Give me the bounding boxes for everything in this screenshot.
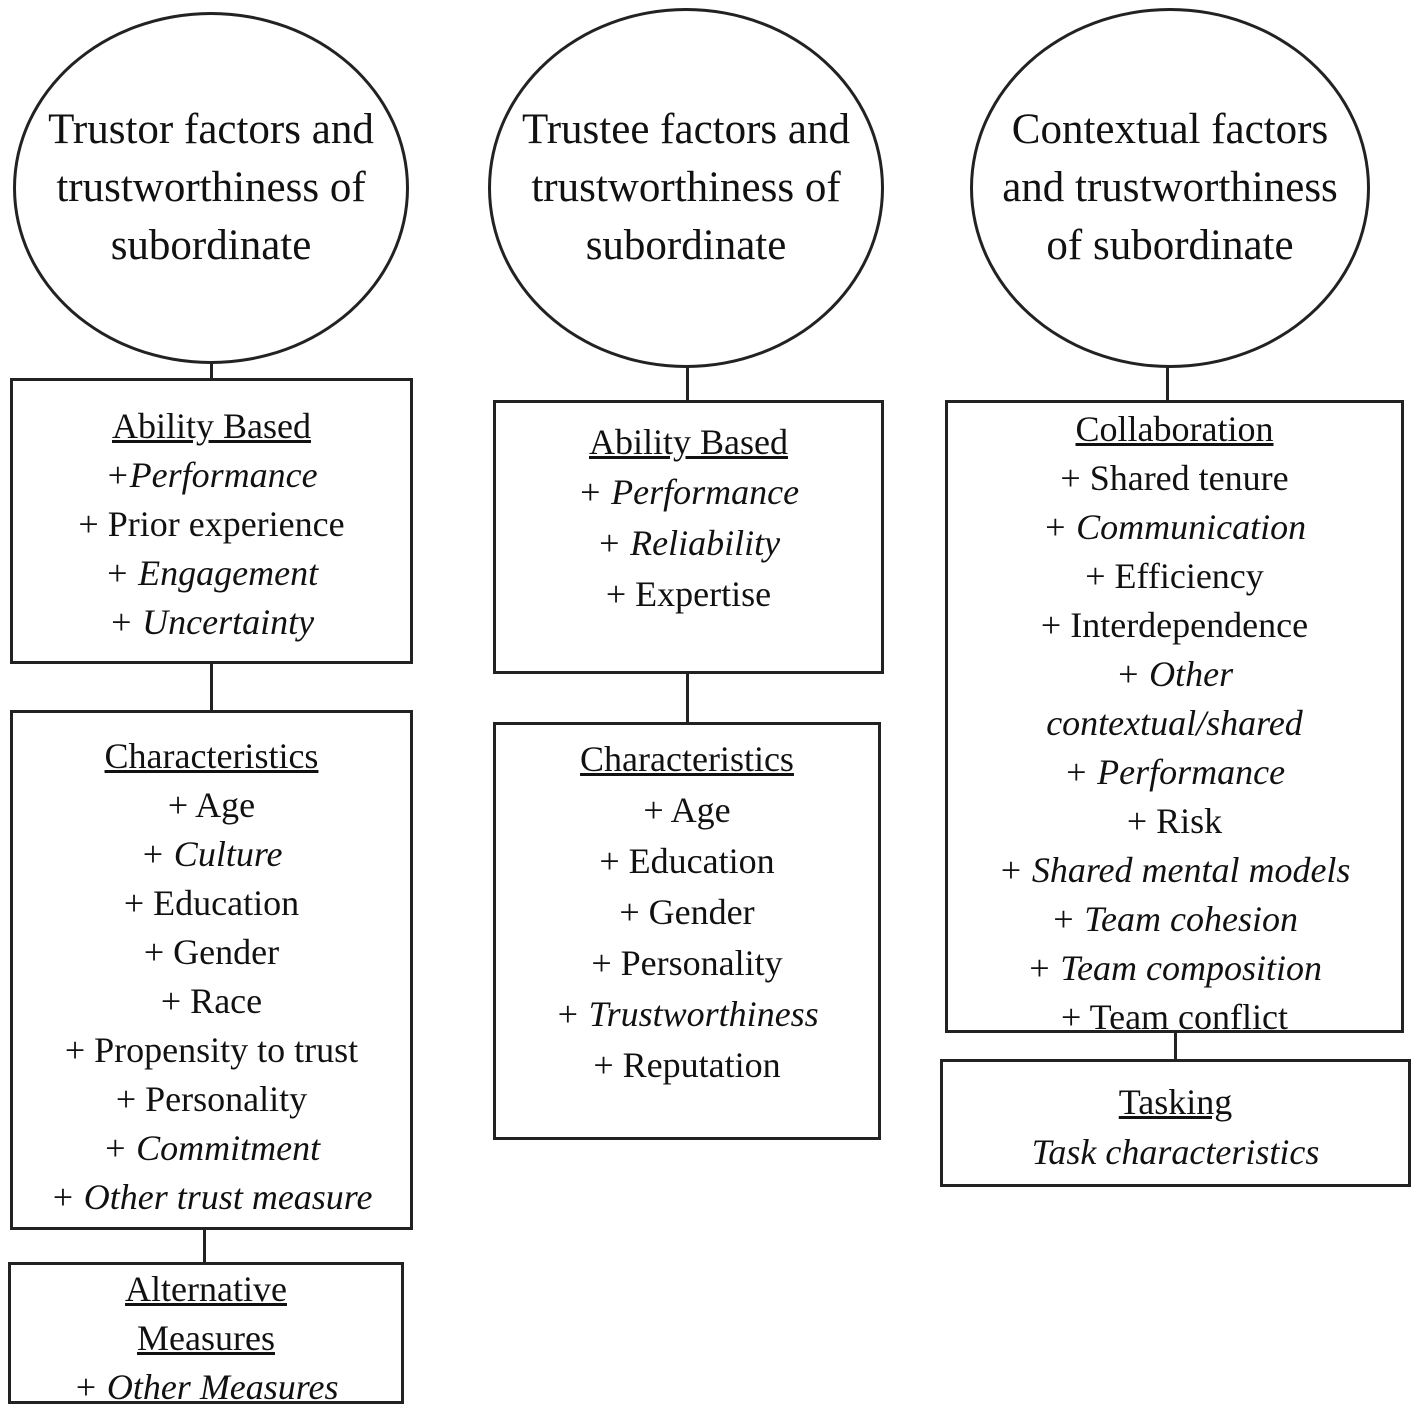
- list-item: + Culture: [140, 834, 283, 874]
- list-item: + Expertise: [605, 574, 772, 614]
- contextual-factors-circle: Contextual factors and trustworthiness o…: [970, 8, 1370, 368]
- list-item: + Age: [167, 785, 256, 825]
- trustor-ability-box: Ability Based +Performance + Prior exper…: [10, 378, 413, 664]
- connector-line: [1166, 366, 1169, 402]
- trustor-alternative-measures-box: Alternative Measures + Other Measures: [8, 1262, 404, 1404]
- list-item: + Commitment: [102, 1128, 321, 1168]
- box-heading: Characteristics: [580, 739, 794, 779]
- list-item: + Trustworthiness: [555, 994, 819, 1034]
- box-heading: Collaboration: [1075, 409, 1274, 449]
- list-item: + Other Measures: [73, 1367, 339, 1404]
- list-item: contextual/shared: [1046, 703, 1303, 743]
- list-item: + Personality: [115, 1079, 308, 1119]
- list-item: Task characteristics: [1031, 1132, 1320, 1172]
- list-item: + Efficiency: [1085, 556, 1264, 596]
- contextual-factors-title: Contextual factors and trustworthiness o…: [1002, 106, 1338, 269]
- list-item: + Personality: [591, 943, 783, 983]
- trustee-factors-circle: Trustee factors and trustworthiness of s…: [488, 8, 884, 368]
- trustee-factors-title: Trustee factors and trustworthiness of s…: [521, 106, 850, 269]
- list-item: +Performance: [105, 455, 318, 495]
- list-item: + Performance: [577, 472, 800, 512]
- box-heading: Tasking: [1118, 1082, 1233, 1122]
- trustor-factors-title: Trustor factors and trustworthiness of s…: [48, 106, 374, 269]
- list-item: + Shared mental models: [998, 850, 1351, 890]
- list-item: + Gender: [143, 932, 280, 972]
- list-item: + Engagement: [104, 553, 319, 593]
- trustee-ability-box: Ability Based + Performance + Reliabilit…: [493, 400, 884, 674]
- list-item: + Performance: [1063, 752, 1286, 792]
- list-item: + Team cohesion: [1051, 899, 1298, 939]
- list-item: + Education: [123, 883, 300, 923]
- list-item: + Interdependence: [1040, 605, 1309, 645]
- connector-line: [203, 1228, 206, 1264]
- box-heading: Ability Based: [589, 422, 788, 462]
- connector-line: [686, 365, 689, 402]
- box-heading: Alternative Measures: [125, 1269, 287, 1358]
- contextual-tasking-box: Tasking Task characteristics: [940, 1059, 1411, 1187]
- connector-line: [1174, 1031, 1177, 1061]
- connector-line: [686, 672, 689, 724]
- list-item: + Uncertainty: [108, 602, 315, 642]
- list-item: + Gender: [619, 892, 755, 932]
- contextual-collaboration-box: Collaboration + Shared tenure + Communic…: [945, 400, 1404, 1033]
- list-item: + Education: [599, 841, 775, 881]
- list-item: + Race: [160, 981, 263, 1021]
- list-item: + Reputation: [593, 1045, 781, 1085]
- connector-line: [210, 662, 213, 712]
- trustor-factors-circle: Trustor factors and trustworthiness of s…: [13, 12, 409, 364]
- list-item: + Team conflict: [1060, 997, 1289, 1033]
- list-item: + Team composition: [1027, 948, 1322, 988]
- list-item: + Reliability: [596, 523, 781, 563]
- list-item: + Prior experience: [78, 504, 345, 544]
- list-item: + Propensity to trust: [64, 1030, 359, 1070]
- list-item: + Shared tenure: [1060, 458, 1289, 498]
- box-heading: Characteristics: [104, 736, 319, 776]
- list-item: + Other: [1115, 654, 1234, 694]
- trustee-characteristics-box: Characteristics + Age + Education + Gend…: [493, 722, 881, 1140]
- list-item: + Age: [643, 790, 731, 830]
- list-item: + Communication: [1042, 507, 1307, 547]
- list-item: + Risk: [1126, 801, 1223, 841]
- trustor-characteristics-box: Characteristics + Age + Culture + Educat…: [10, 710, 413, 1230]
- list-item: + Other trust measure: [50, 1177, 373, 1217]
- box-heading: Ability Based: [112, 406, 311, 446]
- connector-line: [210, 360, 213, 380]
